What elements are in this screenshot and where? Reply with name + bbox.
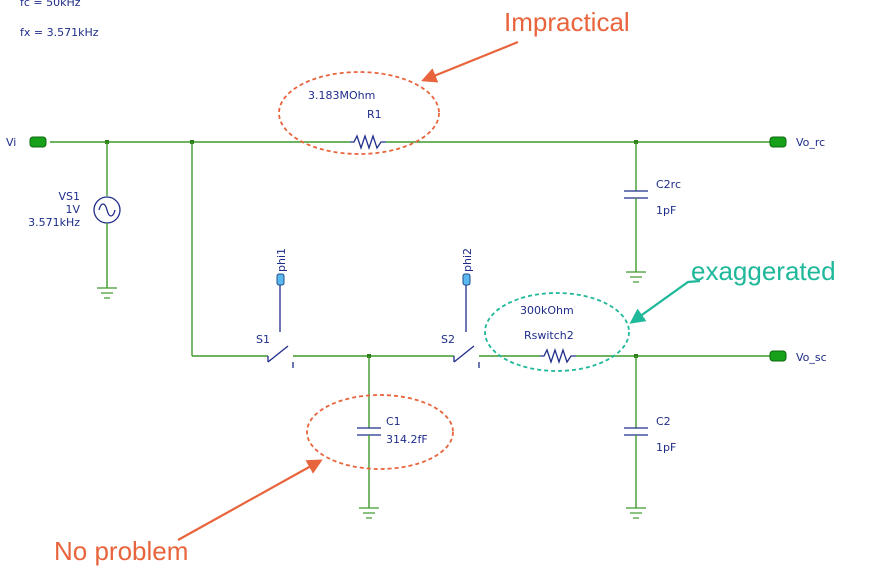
vs1-name: VS1 bbox=[58, 190, 80, 203]
fc-label: fc = 50kHz bbox=[20, 0, 81, 9]
c1-capacitor-symbol[interactable] bbox=[357, 427, 381, 436]
c2rc-value: 1pF bbox=[656, 204, 676, 217]
r1-resistor-symbol[interactable] bbox=[350, 133, 386, 151]
phi2-label: phi2 bbox=[461, 248, 474, 272]
exaggerated-annotation: exaggerated bbox=[691, 256, 836, 286]
vi-label: Vi bbox=[6, 136, 16, 149]
rswitch2-value: 300kOhm bbox=[520, 304, 574, 317]
r1-value: 3.183MOhm bbox=[308, 89, 375, 102]
vo-rc-label: Vo_rc bbox=[796, 136, 825, 149]
phi1-pin-icon[interactable] bbox=[276, 273, 285, 286]
vs1-source-symbol[interactable] bbox=[93, 196, 121, 224]
vs1-amplitude: 1V bbox=[65, 203, 80, 216]
ground-icon bbox=[626, 507, 646, 519]
vo-sc-port[interactable] bbox=[769, 350, 787, 362]
r1-name: R1 bbox=[367, 108, 382, 121]
c2-value: 1pF bbox=[656, 441, 676, 454]
c2-capacitor-symbol[interactable] bbox=[624, 427, 648, 436]
phi2-pin-icon[interactable] bbox=[462, 273, 471, 286]
no-problem-annotation: No problem bbox=[54, 536, 188, 566]
vo-sc-label: Vo_sc bbox=[796, 351, 827, 364]
no-problem-arrow bbox=[177, 459, 323, 541]
vo-rc-port[interactable] bbox=[769, 136, 787, 148]
rswitch2-resistor-symbol[interactable] bbox=[540, 347, 576, 365]
c1-value: 314.2fF bbox=[386, 433, 428, 446]
rswitch2-highlight-ellipse bbox=[484, 292, 630, 372]
ground-icon bbox=[359, 507, 379, 519]
vs1-frequency: 3.571kHz bbox=[28, 216, 80, 229]
vi-port[interactable] bbox=[29, 136, 47, 148]
s1-switch-symbol[interactable] bbox=[267, 284, 294, 368]
r1-highlight-ellipse bbox=[278, 71, 440, 155]
s2-switch-symbol[interactable] bbox=[453, 284, 480, 368]
fx-label: fx = 3.571kHz bbox=[20, 26, 99, 39]
impractical-arrow bbox=[421, 40, 519, 83]
s2-name: S2 bbox=[441, 333, 455, 346]
c1-name: C1 bbox=[386, 415, 401, 428]
rswitch2-name: Rswitch2 bbox=[524, 329, 574, 342]
impractical-annotation: Impractical bbox=[504, 7, 630, 37]
s1-name: S1 bbox=[256, 333, 270, 346]
ground-icon bbox=[626, 271, 646, 283]
ground-icon bbox=[97, 287, 117, 299]
c2-name: C2 bbox=[656, 415, 671, 428]
c2rc-capacitor-symbol[interactable] bbox=[624, 190, 648, 199]
c1-highlight-ellipse bbox=[306, 394, 454, 470]
phi1-label: phi1 bbox=[275, 248, 288, 272]
c2rc-name: C2rc bbox=[656, 178, 681, 191]
exaggerated-arrow bbox=[629, 279, 701, 324]
